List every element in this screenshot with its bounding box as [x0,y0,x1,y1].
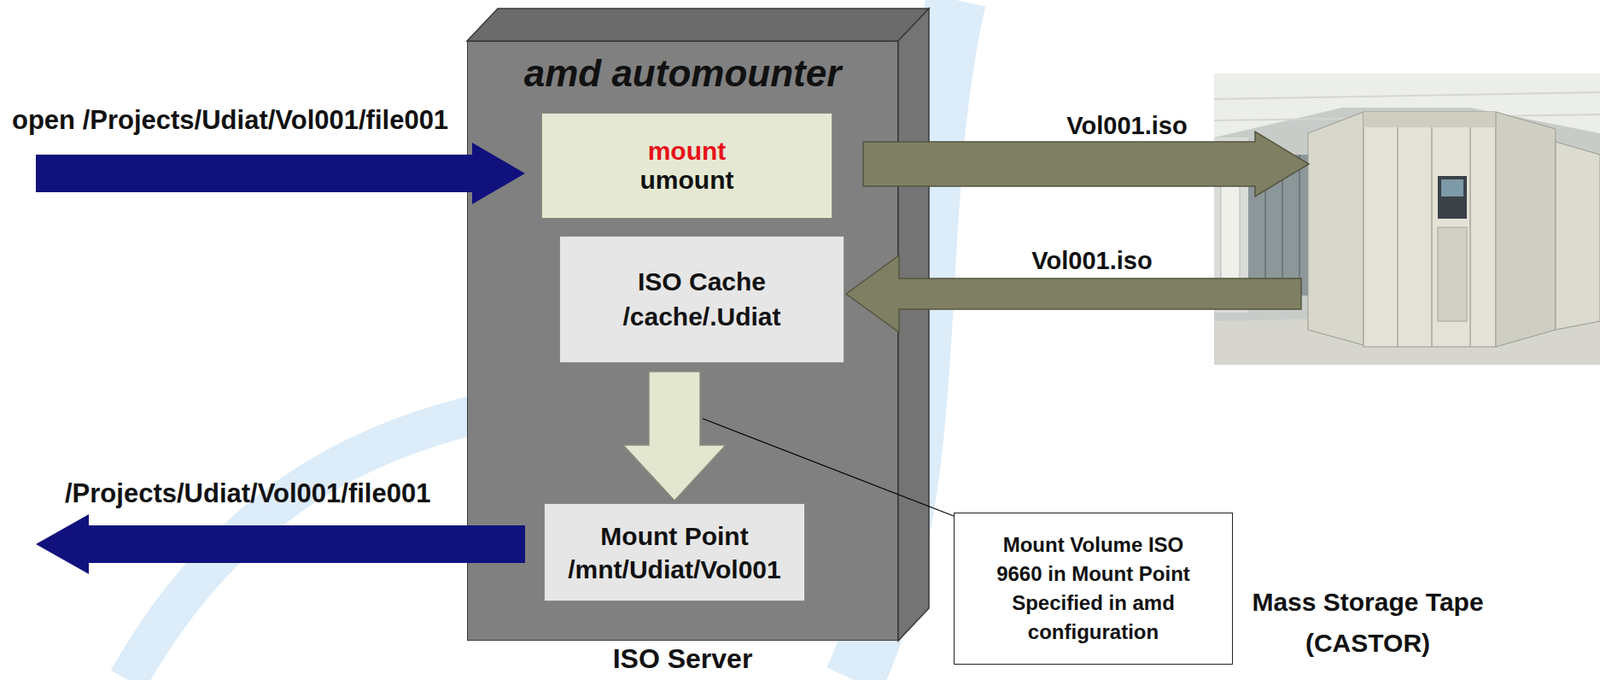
tape-library-photo [1214,73,1600,365]
cache-box: ISO Cache/cache/.Udiat [559,235,845,363]
photo-cabinet-front [1363,111,1496,347]
server-name: ISO Server [467,643,898,674]
storage-caption: Mass Storage Tape (CASTOR) [1239,581,1496,664]
box-title: Mount Point [600,519,748,553]
photo-control-panel [1437,175,1467,219]
edge-label: Vol001.iso [1024,110,1230,141]
server-housing: amd automounterISO ServermountumountISO … [467,40,899,641]
server-side-face [898,8,929,641]
callout-text: Mount Volume ISO 9660 in Mount Point Spe… [980,530,1207,647]
mount-point-box: Mount Point/mnt/Udiat/Vol001 [543,502,806,602]
photo-cabinet-trim [1363,111,1496,128]
photo-screen [1441,179,1464,197]
photo-ceiling-line [1214,92,1600,100]
photo-rack-line [1298,154,1301,296]
edge-label: Vol001.iso [989,245,1195,275]
label-slot: Vol001.iso [989,245,1195,275]
photo-cabinet-left [1308,111,1364,345]
photo-ground [1214,73,1600,365]
command-label: mount [648,136,727,167]
block-arrow [623,371,726,501]
server-title: amd automounter [467,52,898,95]
command-label: umount [640,165,735,196]
block-arrow [863,131,1309,197]
tape-library: Mass Storage Tape (CASTOR) [1214,73,1600,365]
callout-box: Mount Volume ISO 9660 in Mount Point Spe… [953,512,1233,665]
process-box: mountumount [541,112,833,219]
photo-cabinet-far [1555,141,1600,330]
path-label: open /Projects/Udiat/Vol001/file001 [11,105,449,136]
server-top-face [467,8,929,41]
box-title: ISO Cache [637,264,766,300]
photo-cabinet-right [1495,111,1556,347]
response-arrow [35,513,526,574]
label-slot: open /Projects/Udiat/Vol001/file001 [11,105,449,136]
path-label: /mnt/Udiat/Vol001 [567,552,782,586]
photo-cabinet-line [1430,127,1433,347]
photo-cabinet-line [1396,127,1399,347]
photo-cabinet-line [1469,127,1472,347]
label-slot: Vol001.iso [1024,110,1230,141]
photo-slot [1437,227,1467,322]
leader-line [702,418,954,516]
label-slot: /Projects/Udiat/Vol001/file001 [64,478,431,509]
request-arrow [35,142,526,205]
path-label: /Projects/Udiat/Vol001/file001 [64,478,431,509]
path-label: /cache/.Udiat [622,299,781,335]
